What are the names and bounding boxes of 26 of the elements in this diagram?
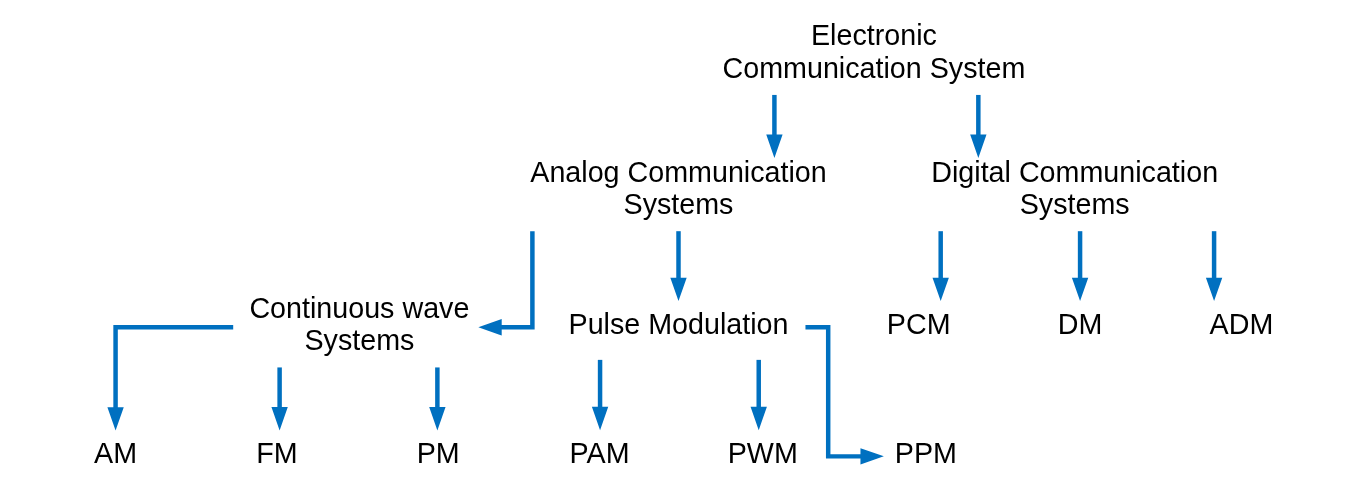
arrow	[765, 94, 783, 158]
arrow	[477, 231, 535, 336]
node-text: Analog Communication Systems	[529, 155, 827, 220]
arrow	[669, 231, 687, 302]
node-text: PPM	[894, 437, 957, 470]
arrow	[270, 367, 288, 431]
arrow	[591, 359, 608, 431]
arrow	[750, 359, 767, 431]
arrow	[969, 94, 986, 158]
node-text: AM	[93, 437, 137, 470]
arrow	[428, 367, 446, 431]
arrow	[106, 325, 233, 431]
arrow	[932, 231, 949, 302]
node-text: PM	[416, 437, 460, 470]
node-text: DM	[1057, 308, 1102, 341]
arrow	[1205, 231, 1222, 302]
arrow	[1071, 231, 1088, 302]
node-text: FM	[255, 437, 298, 470]
node-text: PCM	[886, 308, 951, 341]
node-text: ADM	[1209, 308, 1273, 341]
node-text: PAM	[569, 437, 630, 470]
node-text: Continuous wave Systems	[248, 291, 469, 357]
node-text: PWM	[727, 437, 798, 470]
node-text: Electronic Communication System	[722, 19, 1025, 84]
node-text: Pulse Modulation	[568, 308, 788, 341]
node-text: Digital Communication Systems	[930, 155, 1218, 220]
